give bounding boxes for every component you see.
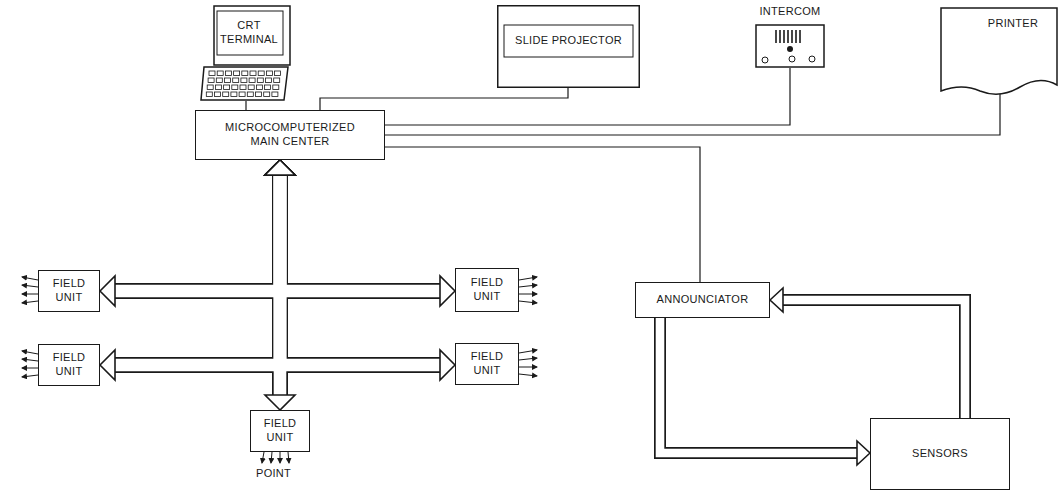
data-bus-arrow <box>115 175 280 365</box>
node-text: FIELD UNIT <box>47 277 91 305</box>
intercom: INTERCOM <box>750 3 830 68</box>
crt-terminal: CRT TERMINAL <box>200 5 292 101</box>
signal-line <box>385 147 700 282</box>
hollow-head <box>265 160 295 175</box>
data-bus-arrow <box>280 175 281 395</box>
arrow-interior <box>280 175 440 291</box>
main-center-box: MICROCOMPUTERIZED MAIN CENTER <box>195 110 385 160</box>
hollow-head <box>100 350 115 380</box>
arrow-interior <box>783 300 965 418</box>
node-text: FIELD UNIT <box>465 276 509 304</box>
hollow-head <box>265 160 295 175</box>
hollow-head <box>857 441 870 465</box>
hollow-head <box>265 395 295 410</box>
point-label: POINT <box>256 467 291 479</box>
hollow-head <box>440 276 455 306</box>
node-text: SLIDE PROJECTOR <box>506 27 631 55</box>
arrow-interior <box>280 175 440 291</box>
node-text: FIELD UNIT <box>258 417 302 445</box>
signal-line <box>385 147 700 282</box>
signal-line <box>246 101 247 110</box>
signal-line <box>385 94 1000 135</box>
signal-line <box>245 101 246 110</box>
hollow-head <box>265 160 295 175</box>
field-unit-box: FIELD UNIT <box>38 344 100 386</box>
arrow-outline <box>115 175 280 291</box>
hollow-head <box>770 288 783 312</box>
hollow-head <box>100 350 115 380</box>
hollow-head <box>440 276 455 306</box>
signal-arrow <box>783 300 965 418</box>
field-unit-box: FIELD UNIT <box>455 268 519 312</box>
arrow-outline <box>115 175 280 365</box>
hollow-head <box>770 288 783 312</box>
hollow-head <box>265 160 295 175</box>
device-heading: INTERCOM <box>750 3 830 21</box>
arrow-outline <box>280 175 440 365</box>
arrow-outline <box>280 175 440 291</box>
arrow-outline <box>272 175 288 395</box>
printer: PRINTER <box>940 7 1058 100</box>
hollow-head <box>265 160 295 175</box>
arrow-interior <box>660 318 857 453</box>
arrow-outline <box>783 300 965 418</box>
hollow-head <box>857 441 870 465</box>
arrow-outline <box>660 318 857 453</box>
node-text: FIELD UNIT <box>47 351 91 379</box>
node-text: CRT TERMINAL <box>217 13 281 53</box>
arrow-interior <box>274 175 287 395</box>
hollow-head <box>265 160 295 175</box>
arrow-interior <box>280 175 440 365</box>
hollow-head <box>440 350 455 380</box>
hollow-head <box>265 160 295 175</box>
node-text: MICROCOMPUTERIZED MAIN CENTER <box>223 121 358 149</box>
signal-line <box>385 94 1000 135</box>
hollow-head <box>100 276 115 306</box>
data-bus-arrow <box>280 175 440 365</box>
hollow-head <box>265 395 295 410</box>
hollow-head <box>100 276 115 306</box>
arrow-interior <box>783 300 965 418</box>
arrow-interior <box>115 175 280 365</box>
slide-projector: SLIDE PROJECTOR <box>497 5 640 88</box>
node-text: SENSORS <box>912 447 968 461</box>
announciator-box: ANNOUNCIATOR <box>635 282 770 318</box>
arrow-interior <box>280 175 440 365</box>
arrow-interior <box>660 318 857 453</box>
node-text: ANNOUNCIATOR <box>657 293 749 307</box>
hollow-head <box>265 160 295 175</box>
hollow-head <box>265 160 295 175</box>
arrow-interior <box>115 175 280 291</box>
node-text: PRINTER <box>970 13 1056 35</box>
data-bus-arrow <box>115 175 280 291</box>
signal-line <box>320 88 568 110</box>
field-unit-box: FIELD UNIT <box>455 343 519 385</box>
field-unit-box: FIELD UNIT <box>38 270 100 312</box>
signal-arrow <box>660 318 857 453</box>
arrow-interior <box>115 175 280 365</box>
arrow-interior <box>280 175 281 395</box>
hollow-head <box>265 160 295 175</box>
field-unit-box: FIELD UNIT <box>250 410 310 452</box>
signal-line <box>320 88 568 110</box>
node-text: FIELD UNIT <box>465 350 509 378</box>
sensors-box: SENSORS <box>870 418 1010 490</box>
data-bus-arrow <box>280 175 440 291</box>
hollow-head <box>440 350 455 380</box>
slide-projector-outline <box>497 5 640 88</box>
arrow-interior <box>115 175 280 291</box>
